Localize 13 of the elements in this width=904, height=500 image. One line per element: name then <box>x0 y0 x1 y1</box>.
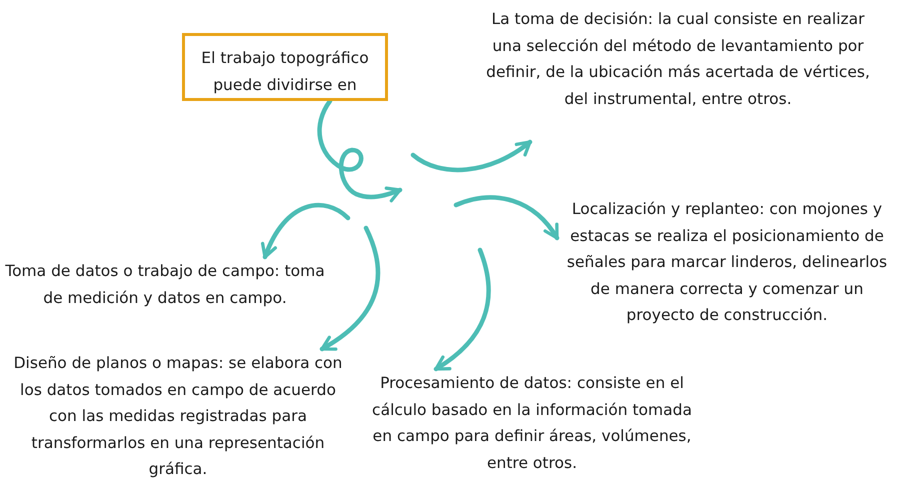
intro-text: El trabajo topográfico puede dividirse en <box>200 48 370 96</box>
step-description: Localización y replanteo: con mojones y estacas se realiza el posicionamiento de señales para marcar linderos, delinearlos de manera correcta y comenzar un proyecto de construcción. <box>566 199 888 326</box>
step-description: La toma de decisión: la cual consiste en realizar una selección del método de levantamiento por definir, de la ubicación más acertada de vértices, del instrumental, entre otros. <box>485 9 871 110</box>
step-description: Procesamiento de datos: consiste en el cálculo basado en la información tomada en campo para definir áreas, volúmenes, entre otros. <box>372 373 692 474</box>
text-box <box>182 33 388 101</box>
step-description: Diseño de planos o mapas: se elabora con los datos tomados en campo de acuerdo con las medidas registradas para transformarlos en una representación gráfica. <box>12 353 344 480</box>
curved-arrow <box>262 202 350 260</box>
curved-arrow <box>410 140 532 172</box>
curly-arrow <box>317 98 402 202</box>
curved-arrow <box>454 195 560 240</box>
curved-arrow <box>320 226 380 352</box>
curved-arrow <box>434 248 491 372</box>
step-description: Toma de datos o trabajo de campo: toma de medición y datos en campo. <box>4 261 326 308</box>
